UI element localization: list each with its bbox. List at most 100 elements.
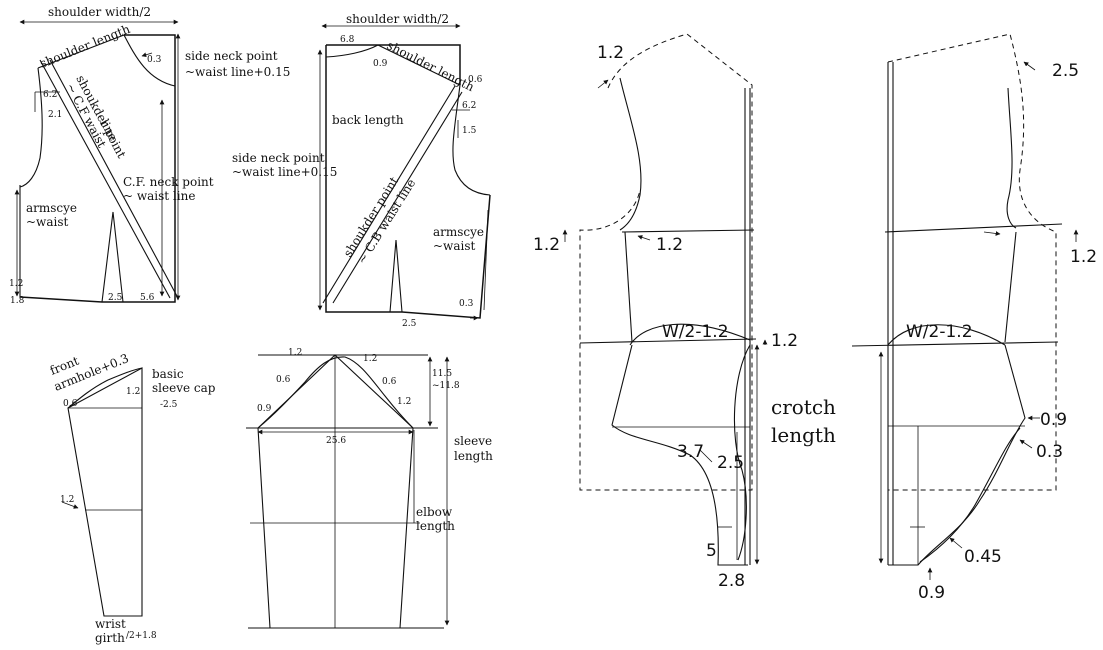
sleeve-basic-3: -2.5: [160, 400, 178, 410]
back-top-line: [326, 44, 461, 85]
arrow-0-3: [141, 52, 153, 58]
back-body-waist-arc: [887, 324, 1006, 346]
back-inner-arrow: [983, 231, 1001, 236]
back-body-waist-line: [851, 341, 1059, 347]
back-arrow-2-5: [1023, 61, 1036, 71]
top-arrow-1-2: [597, 79, 609, 89]
front-body-crotch-1: crotch: [771, 395, 836, 419]
front-body-m-1-2-right: 1.2: [771, 331, 798, 351]
front-m-5-6: 5.6: [140, 293, 155, 303]
back-body-waist-label: W/2-1.2: [906, 322, 973, 342]
back-body-m-1-2: 1.2: [1070, 247, 1097, 267]
back-waist-dart: [389, 239, 403, 313]
back-body-dashed-outline: [887, 33, 1057, 491]
back-armhole: [452, 84, 491, 196]
back-body-m-0-3: 0.3: [1036, 442, 1063, 462]
front-body-waist-line: [579, 338, 757, 344]
sleeve-length-1: sleeve: [454, 434, 492, 448]
inner-arrow-1-2: [637, 235, 651, 241]
back-body-m-0-9-r: 0.9: [1040, 410, 1067, 430]
sleeve-block-full: 1.2 1.2 0.6 0.6 0.9 1.2 11.5 ~11.8 25.6 …: [246, 348, 493, 629]
back-m-0-3: 0.3: [459, 299, 474, 309]
back-m-0-6: 0.6: [468, 75, 483, 85]
sleeve-left-m-0-6: 0.6: [63, 399, 78, 409]
sleeve-length-2: length: [454, 449, 493, 463]
front-body-chest-line: [621, 229, 755, 233]
back-m-2-5: 2.5: [402, 319, 417, 329]
back-arrow-0-3: [1019, 439, 1033, 449]
sleeve-block-left: front armhole+0.3 basic sleeve cap -2.5 …: [48, 351, 216, 645]
front-body-waist-arc: [629, 323, 751, 346]
front-shoulder-length-label: shoulder length: [38, 22, 132, 71]
front-body-crotch: [611, 344, 748, 566]
front-armhole: [19, 67, 43, 188]
back-body-m-0-9-b: 0.9: [918, 583, 945, 603]
back-side-marker: [483, 209, 489, 311]
sleeve-left-cap: [67, 367, 143, 409]
back-body-m-2-5: 2.5: [1052, 61, 1079, 81]
front-waist-dart: [101, 211, 124, 303]
front-body-m-3-7: 3.7: [677, 442, 704, 462]
back-snp-1: side neck point: [232, 151, 325, 165]
front-m-2-5: 2.5: [108, 293, 123, 303]
front-body-dashed-outline: [579, 33, 753, 491]
front-snp-2: ~waist line+0.15: [185, 65, 290, 79]
sleeve-full-m-1-2-l: 1.2: [288, 348, 302, 358]
front-m-2-1: 2.1: [48, 110, 62, 120]
sleeve-cap-2: ~11.8: [432, 381, 460, 391]
front-m-1-2: 1.2: [9, 279, 23, 289]
back-diagonal-2: [332, 91, 463, 304]
sleeve-basic-2: sleeve cap: [152, 381, 216, 395]
front-body-crotch-curve: [733, 344, 751, 561]
elbow-length-2: length: [416, 519, 455, 533]
back-m-6-2: 6.2: [462, 101, 476, 111]
front-armscye-2: ~waist: [26, 215, 68, 229]
front-body-m-1-2-left: 1.2: [533, 235, 560, 255]
sleeve-full-m-0-6-l: 0.6: [276, 375, 291, 385]
front-body-waist-label: W/2-1.2: [662, 322, 729, 342]
front-body-m-1-2-inner: 1.2: [656, 235, 683, 255]
front-body-m-1-2-top: 1.2: [597, 43, 624, 63]
front-body-crotch-2: length: [771, 423, 836, 447]
front-bodice-outline: [19, 34, 176, 303]
front-diagonal-2: [49, 59, 179, 299]
front-m-6-2: 6.2: [43, 90, 57, 100]
sleeve-full-cap-curve: [257, 356, 414, 429]
front-body-m-5: 5: [706, 541, 717, 561]
elbow-length-1: elbow: [416, 505, 453, 519]
front-shoulder-line: [37, 34, 125, 69]
front-body-m-2-5: 2.5: [717, 453, 744, 473]
sleeve-full-m-0-9: 0.9: [257, 404, 272, 414]
front-cf-neck-1: C.F. neck point: [123, 175, 214, 189]
back-body-m-0-45: 0.45: [964, 547, 1002, 567]
back-neckline: [325, 44, 379, 58]
back-shoulder-width-label: shoulder width/2: [346, 12, 449, 26]
front-snp-1: side neck point: [185, 49, 278, 63]
sleeve-full-m-0-6-r: 0.6: [382, 377, 397, 387]
sleeve-wrist-3: /2+1.8: [126, 631, 157, 641]
back-length-label: back length: [332, 113, 404, 127]
front-neckline: [123, 34, 176, 87]
front-armscye-1: armscye: [26, 201, 77, 215]
front-body-m-2-8: 2.8: [718, 571, 745, 591]
back-m-1-5: 1.5: [462, 126, 477, 136]
back-armscye-2: ~waist: [433, 239, 475, 253]
back-m-6-8: 6.8: [340, 35, 355, 45]
back-body-side-upper: [1004, 231, 1017, 343]
sleeve-width-label: 25.6: [326, 436, 346, 446]
back-armscye-1: armscye: [433, 225, 484, 239]
back-body-chest-line: [884, 223, 1063, 233]
back-body-armhole-solid: [1006, 87, 1017, 229]
front-shoulder-width-label: shoulder width/2: [48, 5, 151, 19]
sleeve-left-arrow: [61, 501, 79, 509]
sleeve-cap-1: 11.5: [432, 369, 452, 379]
front-cf-neck-2: ~ waist line: [123, 189, 195, 203]
back-shoulder-line: [377, 44, 461, 86]
sleeve-full-m-1-2-right: 1.2: [397, 397, 411, 407]
sleeve-full-m-1-2-r: 1.2: [363, 354, 377, 364]
front-m-0-3: 0.3: [147, 55, 162, 65]
front-m-1-8: 1.8: [10, 296, 25, 306]
back-snp-2: ~waist line+0.15: [232, 165, 337, 179]
back-body-crotch-curve: [919, 427, 1021, 563]
